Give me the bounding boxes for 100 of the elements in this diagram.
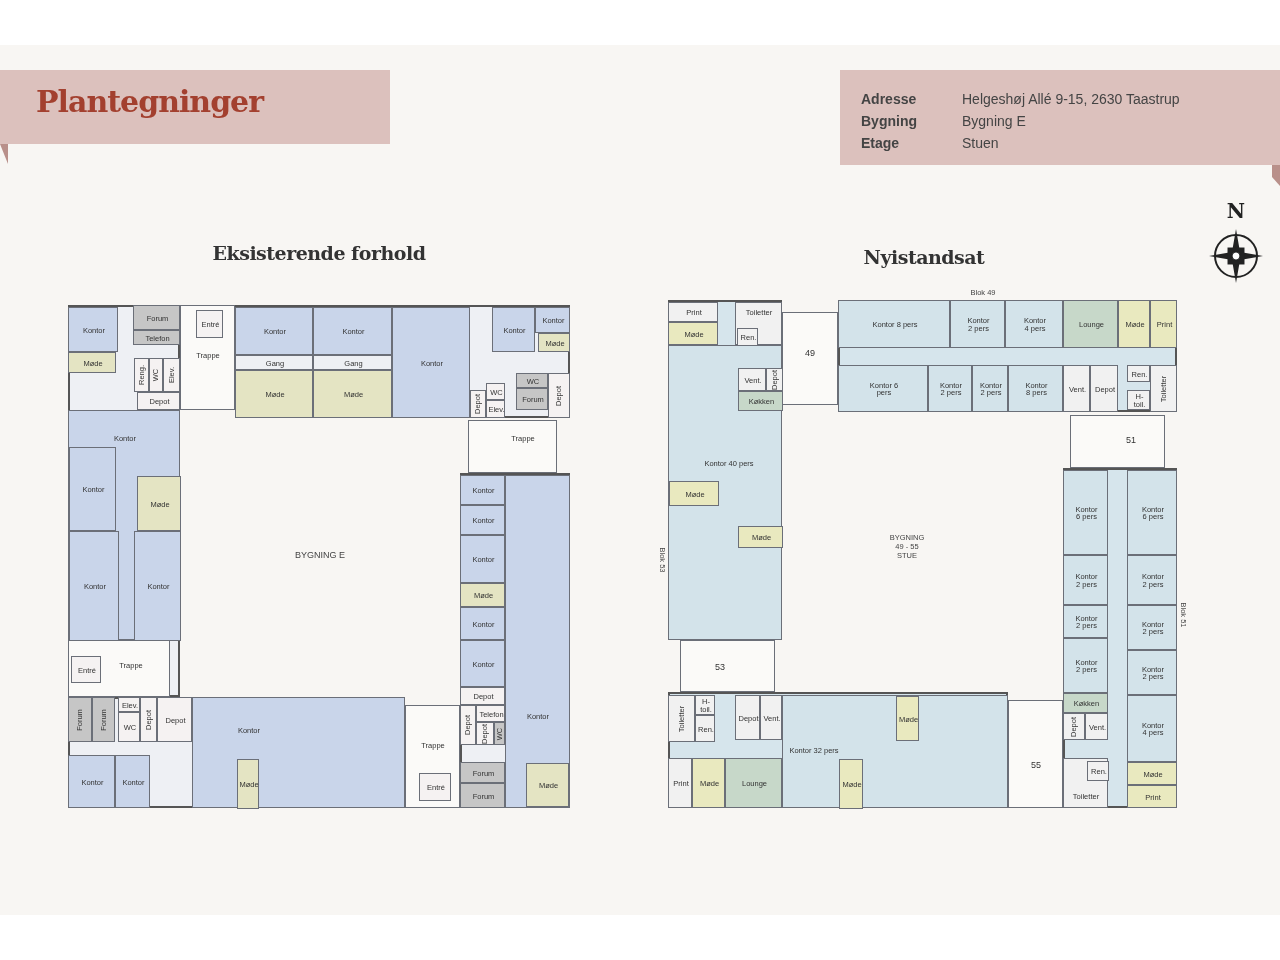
service-room bbox=[1087, 761, 1109, 781]
toilet-room bbox=[133, 305, 180, 330]
office-room bbox=[1127, 695, 1177, 762]
service-room bbox=[1063, 365, 1090, 412]
office-room bbox=[68, 410, 180, 640]
service-room bbox=[149, 358, 163, 392]
meeting-room bbox=[738, 526, 783, 548]
service-room bbox=[668, 758, 692, 808]
service-room bbox=[476, 705, 505, 722]
toilet-room bbox=[516, 373, 548, 388]
office-room bbox=[838, 300, 950, 348]
office-room bbox=[392, 307, 470, 418]
meeting-room bbox=[1150, 300, 1177, 348]
area-label: BYGNING E bbox=[295, 550, 345, 560]
toilet-room bbox=[92, 697, 115, 742]
office-room bbox=[1127, 650, 1177, 695]
service-room bbox=[695, 695, 715, 715]
kitchen-room bbox=[738, 391, 783, 411]
meeting-room bbox=[313, 370, 392, 418]
info-panel bbox=[840, 70, 1280, 165]
service-room bbox=[460, 705, 476, 745]
service-room bbox=[460, 687, 505, 705]
meeting-room bbox=[839, 759, 863, 809]
page-title: Plantegninger bbox=[36, 84, 263, 119]
office-room bbox=[460, 607, 505, 640]
room-label: 49 bbox=[805, 349, 815, 359]
office-room bbox=[1063, 638, 1108, 693]
meeting-room bbox=[669, 481, 719, 506]
office-room bbox=[928, 365, 972, 412]
meeting-room bbox=[237, 759, 259, 809]
office-room bbox=[69, 531, 119, 641]
service-room bbox=[1063, 758, 1108, 808]
office-room bbox=[950, 300, 1005, 348]
office-room bbox=[1127, 605, 1177, 650]
stairwell bbox=[405, 705, 460, 808]
service-room bbox=[1150, 365, 1177, 412]
stairwell bbox=[1008, 700, 1063, 808]
office-room bbox=[1063, 605, 1108, 638]
service-room bbox=[196, 310, 223, 338]
service-room bbox=[1127, 390, 1150, 410]
stairwell bbox=[468, 420, 557, 473]
office-room bbox=[1127, 470, 1177, 555]
meeting-room bbox=[137, 476, 181, 531]
stairwell bbox=[680, 640, 775, 692]
office-room bbox=[68, 307, 118, 352]
kitchen-room bbox=[1063, 693, 1108, 713]
corridor bbox=[313, 355, 392, 370]
office-room bbox=[460, 640, 505, 687]
office-room bbox=[1127, 555, 1177, 605]
info-key: Etage bbox=[861, 135, 900, 151]
service-room bbox=[1063, 713, 1085, 740]
meeting-room bbox=[68, 352, 116, 373]
service-room bbox=[71, 656, 101, 683]
office-room bbox=[313, 307, 392, 355]
service-room bbox=[548, 373, 570, 418]
service-room bbox=[1085, 713, 1108, 740]
office-room bbox=[782, 695, 1008, 808]
service-room bbox=[738, 368, 766, 391]
service-room bbox=[1127, 365, 1150, 382]
office-room bbox=[460, 505, 505, 535]
toilet-room bbox=[460, 762, 505, 783]
service-room bbox=[118, 712, 140, 742]
stairwell bbox=[1070, 415, 1165, 468]
service-room bbox=[470, 390, 486, 418]
stairwell bbox=[782, 312, 838, 405]
meeting-room bbox=[1118, 300, 1150, 348]
service-room bbox=[134, 358, 149, 392]
office-room bbox=[134, 531, 181, 641]
service-room bbox=[486, 383, 505, 400]
plan-heading: Nyistandsat bbox=[862, 246, 986, 268]
service-room bbox=[737, 328, 758, 346]
service-room bbox=[118, 697, 140, 712]
service-room bbox=[668, 695, 695, 742]
meeting-room bbox=[692, 758, 725, 808]
meeting-room bbox=[1127, 785, 1177, 808]
meeting-room bbox=[896, 696, 919, 741]
toilet-room bbox=[68, 697, 92, 742]
service-room bbox=[476, 722, 494, 745]
service-room bbox=[735, 302, 782, 345]
meeting-room bbox=[1127, 762, 1177, 785]
info-key: Adresse bbox=[861, 91, 917, 107]
service-room bbox=[137, 392, 180, 410]
office-room bbox=[235, 307, 313, 355]
office-room bbox=[68, 755, 115, 808]
office-room bbox=[535, 307, 570, 333]
info-value: Helgeshøj Allé 9-15, 2630 Taastrup bbox=[962, 91, 1180, 107]
office-room bbox=[1063, 555, 1108, 605]
room-label: 55 bbox=[1031, 761, 1041, 771]
stairwell bbox=[68, 640, 170, 697]
toilet-room bbox=[460, 783, 505, 808]
toilet-room bbox=[516, 388, 548, 410]
office-room bbox=[69, 447, 116, 531]
plan-heading: Eksisterende forhold bbox=[211, 242, 427, 264]
office-room bbox=[460, 475, 505, 505]
office-room bbox=[192, 697, 405, 808]
service-room bbox=[140, 697, 157, 742]
office-room bbox=[668, 345, 782, 640]
meeting-room bbox=[538, 333, 570, 352]
service-room bbox=[163, 358, 180, 392]
meeting-room bbox=[235, 370, 313, 418]
